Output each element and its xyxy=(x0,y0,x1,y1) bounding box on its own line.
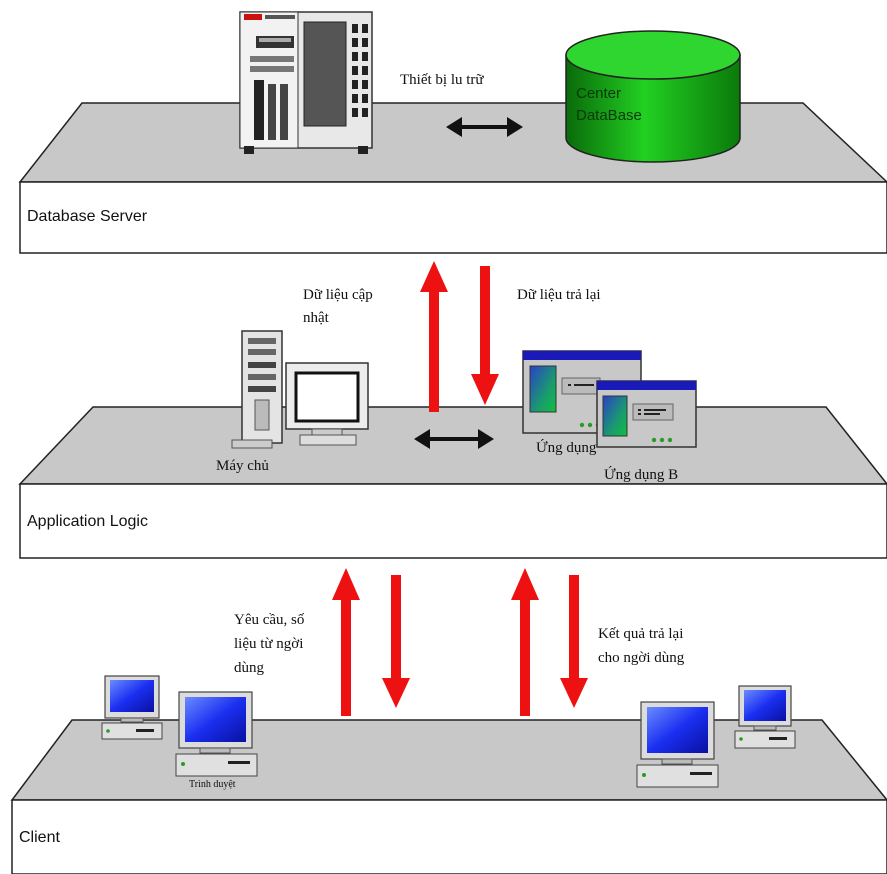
server-tower-icon xyxy=(239,11,373,154)
app-b-caption: Ứng dụng B xyxy=(604,467,679,483)
request-caption-line2: liệu từ ngời xyxy=(234,636,304,652)
database-cylinder-icon xyxy=(565,30,741,163)
server-machine-caption: Máy chủ xyxy=(216,456,269,477)
client-computer-icon xyxy=(636,701,719,788)
browser-computer-icon xyxy=(175,691,258,777)
data-returned-caption: Dữ liệu trả lại xyxy=(517,287,601,303)
application-b-window-icon xyxy=(596,380,697,448)
app-double-arrow-icon xyxy=(414,429,494,449)
update-up-arrow xyxy=(420,261,448,412)
result-down-arrow xyxy=(560,575,588,708)
application-logic-platform xyxy=(18,406,887,559)
request-down-arrow xyxy=(382,575,410,708)
return-down-arrow xyxy=(471,266,499,405)
storage-device-caption: Thiết bị lu trữ xyxy=(400,72,484,88)
request-caption-line1: Yêu cầu, số xyxy=(234,612,305,628)
request-up-arrow xyxy=(332,568,360,716)
result-caption-line2: cho ngời dùng xyxy=(598,650,685,666)
result-up-arrow xyxy=(511,568,539,716)
client-computer-icon xyxy=(101,675,163,740)
app-server-icon xyxy=(231,330,283,449)
app-a-caption: Ứng dụng xyxy=(536,440,597,456)
browser-caption: Trình duyệt xyxy=(189,779,236,790)
double-arrow-icon xyxy=(446,117,523,137)
tier-label-client: Client xyxy=(19,829,60,846)
app-monitor-icon xyxy=(285,362,369,446)
tier-label-database-server: Database Server xyxy=(27,208,148,225)
data-update-caption-line2: nhật xyxy=(303,310,329,326)
database-label-line2: DataBase xyxy=(576,107,642,124)
database-label-line1: Center xyxy=(576,85,622,102)
tier-label-application-logic: Application Logic xyxy=(27,513,148,530)
client-computer-icon xyxy=(734,685,796,749)
result-caption-line1: Kết quả trả lại xyxy=(598,626,684,642)
data-update-caption-line1: Dữ liệu cập xyxy=(303,287,373,303)
request-caption-line3: dùng xyxy=(234,660,264,676)
